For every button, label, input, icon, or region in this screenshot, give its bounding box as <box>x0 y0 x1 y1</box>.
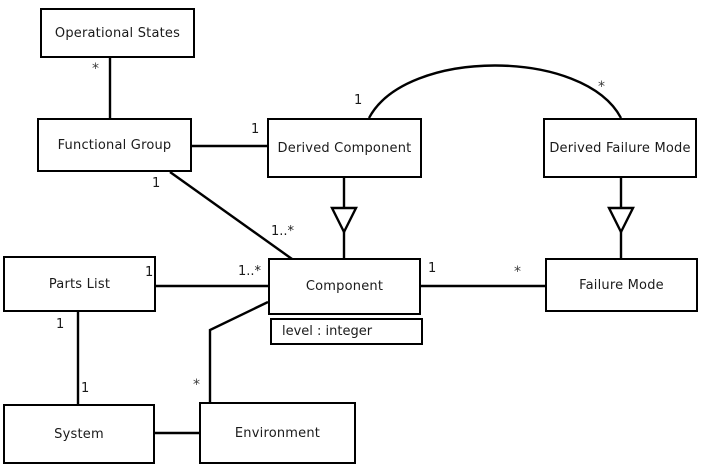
multiplicity-component-failure-mode-target: * <box>514 264 521 280</box>
class-box-system[interactable]: System <box>3 404 155 464</box>
edge-environment-component <box>208 300 269 402</box>
class-box-functional-group[interactable]: Functional Group <box>37 118 192 172</box>
multiplicity-functional-group-component-target: 1..* <box>271 224 295 239</box>
edge-derived-component-derived-failure-mode <box>367 64 623 119</box>
generalization-triangle-component <box>330 206 358 235</box>
class-box-component[interactable]: Component <box>268 258 421 315</box>
class-box-environment[interactable]: Environment <box>199 402 356 464</box>
class-name-derived-failure-mode: Derived Failure Mode <box>549 140 691 156</box>
multiplicity-parts-list-system-source: 1 <box>56 317 65 332</box>
class-box-derived-failure-mode[interactable]: Derived Failure Mode <box>543 118 697 178</box>
multiplicity-parts-list-system-target: 1 <box>81 381 90 396</box>
multiplicity-derived-component-derived-failure-mode-target: * <box>598 79 605 95</box>
class-name-failure-mode: Failure Mode <box>579 277 664 293</box>
multiplicity-functional-group-component-source: 1 <box>152 176 161 191</box>
multiplicity-parts-list-component-target: 1..* <box>238 264 262 279</box>
class-name-derived-component: Derived Component <box>277 140 412 156</box>
class-name-system: System <box>54 426 104 442</box>
class-name-operational-states: Operational States <box>54 25 181 41</box>
generalization-triangle-failure-mode <box>607 206 635 235</box>
multiplicity-operational-states-functional-group: * <box>92 61 99 77</box>
class-attributes-component[interactable]: level : integer <box>270 318 423 345</box>
multiplicity-functional-group-derived-component: 1 <box>251 122 260 137</box>
multiplicity-parts-list-component-source: 1 <box>145 265 154 280</box>
class-box-derived-component[interactable]: Derived Component <box>267 118 422 178</box>
multiplicity-derived-component-derived-failure-mode-source: 1 <box>354 93 363 108</box>
class-box-operational-states[interactable]: Operational States <box>40 8 195 58</box>
edge-functional-group-component <box>169 171 293 260</box>
class-name-environment: Environment <box>234 425 321 441</box>
class-name-functional-group: Functional Group <box>57 137 172 153</box>
multiplicity-component-failure-mode-source: 1 <box>428 261 437 276</box>
class-name-parts-list: Parts List <box>48 276 111 292</box>
multiplicity-environment-component: * <box>193 377 200 393</box>
class-name-component: Component <box>305 279 384 294</box>
class-box-parts-list[interactable]: Parts List <box>3 256 156 312</box>
attribute-level: level : integer <box>282 324 373 339</box>
class-box-failure-mode[interactable]: Failure Mode <box>545 258 698 312</box>
